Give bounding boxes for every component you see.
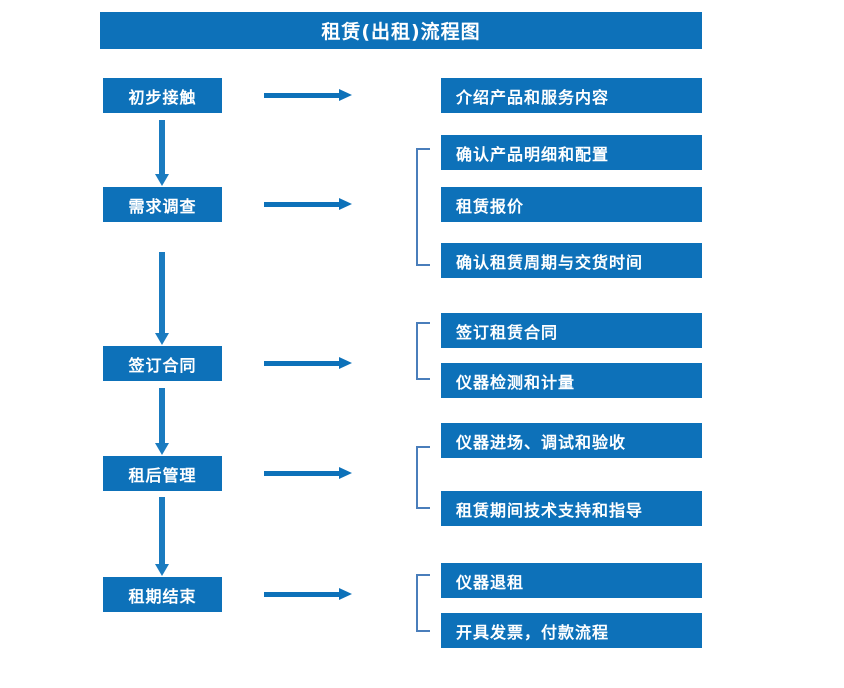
arrow-head xyxy=(339,89,352,101)
connector-arrow-down-1 xyxy=(155,120,169,186)
connector-arrow-right-1 xyxy=(264,89,352,101)
detail-box-签订租赁合同[interactable]: 签订租赁合同 xyxy=(441,313,702,348)
connector-arrow-down-3 xyxy=(155,388,169,455)
arrow-shaft xyxy=(264,361,340,366)
connector-arrow-down-2 xyxy=(155,252,169,345)
arrow-shaft xyxy=(159,497,165,565)
stage-box-签订合同[interactable]: 签订合同 xyxy=(103,346,222,381)
group-bracket-租期结束 xyxy=(416,574,430,632)
arrow-head xyxy=(155,443,169,455)
stage-box-初步接触[interactable]: 初步接触 xyxy=(103,78,222,113)
group-bracket-签订合同 xyxy=(416,322,430,380)
detail-box-租赁期间技术支持和指导[interactable]: 租赁期间技术支持和指导 xyxy=(441,491,702,526)
group-bracket-租后管理 xyxy=(416,446,430,509)
detail-box-仪器退租[interactable]: 仪器退租 xyxy=(441,563,702,598)
arrow-shaft xyxy=(159,388,165,444)
arrow-head xyxy=(339,467,352,479)
detail-box-租赁报价[interactable]: 租赁报价 xyxy=(441,187,702,222)
arrow-head xyxy=(339,588,352,600)
stage-box-租期结束[interactable]: 租期结束 xyxy=(103,577,222,612)
arrow-head xyxy=(155,174,169,186)
detail-box-确认产品明细和配置[interactable]: 确认产品明细和配置 xyxy=(441,135,702,170)
arrow-shaft xyxy=(264,202,340,207)
connector-arrow-right-4 xyxy=(264,467,352,479)
arrow-shaft xyxy=(264,471,340,476)
detail-box-开具发票付款流程[interactable]: 开具发票，付款流程 xyxy=(441,613,702,648)
stage-box-租后管理[interactable]: 租后管理 xyxy=(103,456,222,491)
arrow-head xyxy=(155,564,169,576)
connector-arrow-right-5 xyxy=(264,588,352,600)
arrow-shaft xyxy=(159,252,165,334)
arrow-shaft xyxy=(159,120,165,175)
arrow-head xyxy=(155,333,169,345)
detail-box-介绍产品和服务内容[interactable]: 介绍产品和服务内容 xyxy=(441,78,702,113)
arrow-shaft xyxy=(264,592,340,597)
page-title: 租赁(出租)流程图 xyxy=(100,12,702,49)
detail-box-仪器进场调试和验收[interactable]: 仪器进场、调试和验收 xyxy=(441,423,702,458)
arrow-shaft xyxy=(264,93,340,98)
detail-box-确认租赁周期与交货时间[interactable]: 确认租赁周期与交货时间 xyxy=(441,243,702,278)
connector-arrow-right-3 xyxy=(264,357,352,369)
stage-box-需求调查[interactable]: 需求调查 xyxy=(103,187,222,222)
arrow-head xyxy=(339,357,352,369)
detail-box-仪器检测和计量[interactable]: 仪器检测和计量 xyxy=(441,363,702,398)
connector-arrow-down-4 xyxy=(155,497,169,576)
arrow-head xyxy=(339,198,352,210)
group-bracket-需求调查 xyxy=(416,148,430,266)
connector-arrow-right-2 xyxy=(264,198,352,210)
